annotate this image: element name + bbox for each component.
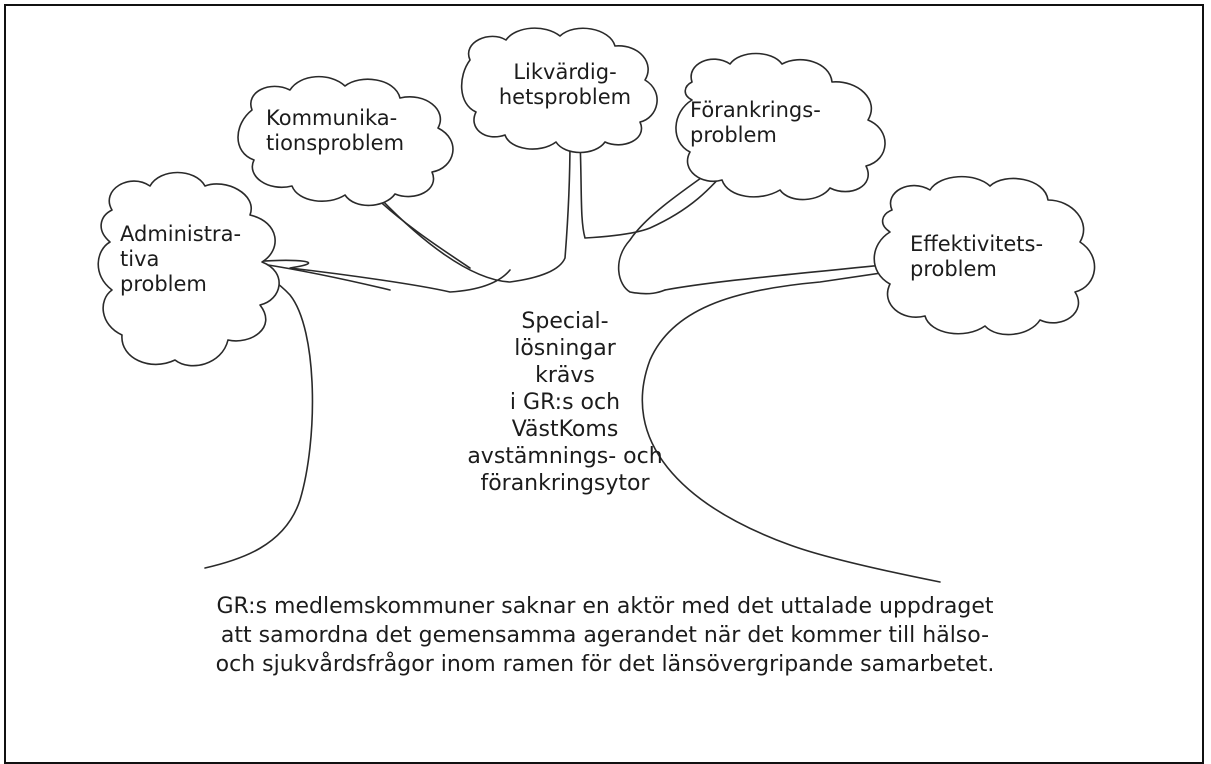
cloud-label-administrativa: Administra- tiva problem (120, 222, 242, 296)
branch-admin-lower (261, 263, 391, 291)
cloud-label-effektivitet: Effektivitets- problem (910, 232, 1044, 281)
cloud-kommunikation (237, 75, 454, 207)
cloud-effektivitet (873, 175, 1096, 336)
branch-forankring (617, 149, 741, 295)
branch-likvardighet (579, 139, 736, 239)
cloud-label-forankring: Förankrings- problem (690, 98, 821, 147)
branch-admin-upper (249, 259, 511, 293)
branch-kommunikation-2 (377, 139, 571, 283)
cloud-likvardighet (460, 27, 658, 154)
cloud-administrativa (97, 171, 280, 367)
cloud-label-kommunikation: Kommunika- tionsproblem (266, 106, 405, 155)
branch-effektivitet (664, 261, 911, 291)
problem-tree-drawing (97, 27, 1096, 583)
caption: GR:s medlemskommuner saknar en aktör med… (215, 594, 995, 677)
cloud-forankring (675, 52, 886, 201)
cloud-label-likvardighet: Likvärdig- hetsproblem (498, 60, 632, 109)
trunk-text: Special- lösningar krävs i GR:s och Väst… (467, 309, 663, 496)
trunk-right-edge (641, 267, 941, 583)
